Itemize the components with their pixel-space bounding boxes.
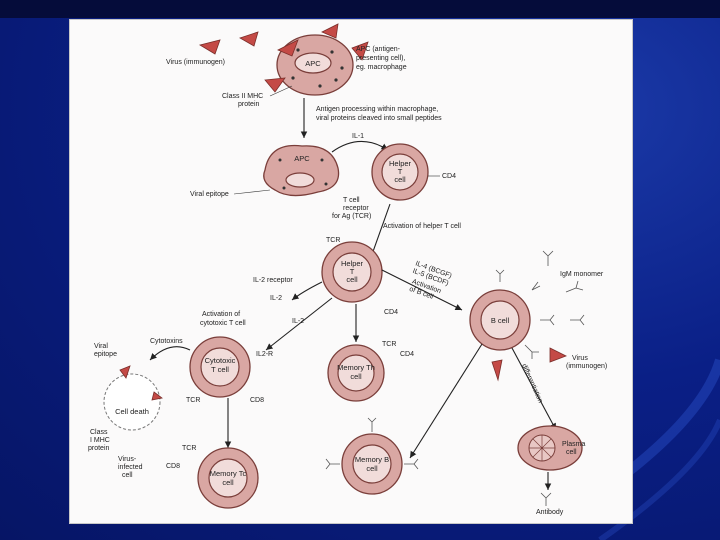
il2r-label: IL2-R: [256, 351, 273, 358]
cd4-label-c: CD4: [400, 351, 414, 358]
plasma-cell: [517, 425, 583, 471]
viral-epitope-label-a: Viral epitope: [190, 191, 229, 198]
virus-infected-1: Virus-: [118, 456, 137, 463]
class1-mhc-1: Class: [90, 429, 108, 436]
helper-t-cell-label-1: Helper: [389, 159, 412, 168]
tcr-label-c: TCR: [382, 341, 396, 348]
antibody-icon: [540, 492, 552, 506]
arrow-cytotoxins: [149, 346, 191, 361]
virus-icon: [351, 41, 369, 61]
b-cell: [469, 269, 555, 359]
class1-mhc-3: protein: [88, 445, 110, 452]
apc-label-top: APC: [305, 59, 321, 68]
virus-infected-3: cell: [122, 472, 133, 479]
virus-icon: [277, 39, 299, 57]
helper-t-cell-label-2: T: [398, 167, 403, 176]
apc-desc-line1: APC (antigen-: [356, 46, 401, 53]
viral-epitope-b-2: epitope: [94, 351, 117, 358]
activation-cytotoxic-1: Activation of: [202, 311, 240, 318]
cell-death-label: Cell death: [115, 407, 149, 416]
memory-b-label-2: cell: [366, 464, 378, 473]
tcr-receptor-label-3: for Ag (TCR): [332, 213, 371, 220]
apc-cell-mid: [263, 144, 340, 197]
cytotoxins-label: Cytotoxins: [150, 338, 183, 345]
apc-desc-line3: eg. macrophage: [356, 64, 407, 71]
b-cell-label: B cell: [491, 316, 510, 325]
cd8-label-b: CD8: [166, 463, 180, 470]
helper-t-mid-label-2: T: [350, 267, 355, 276]
arrow-il2: [291, 281, 323, 301]
apc-cell-top: [276, 34, 354, 96]
virus-icon: [198, 39, 221, 55]
virus-icon: [321, 23, 339, 39]
slide-top-bar: [0, 0, 720, 18]
class1-mhc-2: I MHC: [90, 437, 110, 444]
memory-th-label-2: cell: [350, 372, 362, 381]
tcr-receptor-label-2: receptor: [343, 205, 369, 212]
memory-th-label-1: Memory Th: [337, 363, 375, 372]
igm-icon: [570, 314, 585, 326]
il1-label: IL-1: [352, 133, 364, 140]
virus-infected-2: infected: [118, 464, 143, 471]
il2-label-a: IL-2: [270, 295, 282, 302]
memory-tc-cell: [197, 447, 259, 509]
helper-t-cell-top: [371, 143, 429, 201]
memory-th-cell: [327, 344, 385, 402]
arrow-to-cytotoxic: [265, 297, 333, 351]
virus-immunogen-label: Virus (immunogen): [166, 59, 225, 66]
helper-t-mid-label-1: Helper: [341, 259, 364, 268]
virus-immunogen-b-1: Virus: [572, 355, 588, 362]
tcr-label-e: TCR: [182, 445, 196, 452]
arrow-to-bcell: [381, 269, 463, 311]
apc-label-mid: APC: [294, 154, 310, 163]
memory-tc-label-1: Memory Tc: [210, 469, 247, 478]
plasma-label-1: Plasma: [562, 441, 585, 448]
virus-icon: [491, 359, 503, 382]
igm-monomer-label: IgM monomer: [560, 271, 604, 278]
cd8-label-a: CD8: [250, 397, 264, 404]
arrow-to-plasma: [511, 347, 557, 431]
class2-mhc-label: Class II MHC: [222, 93, 263, 100]
virus-icon: [264, 77, 286, 93]
tcr-label-b: TCR: [326, 237, 340, 244]
il2-label-b: IL-2: [292, 318, 304, 325]
cytotoxic-label-2: T cell: [211, 365, 229, 374]
cd4-label-a: CD4: [442, 173, 456, 180]
arrow-il1: [331, 140, 389, 153]
antigen-processing-line2: viral proteins cleaved into small peptid…: [316, 115, 442, 122]
antibody-label: Antibody: [536, 509, 564, 516]
il2-receptor-label: IL-2 receptor: [253, 277, 293, 284]
activation-cytotoxic-2: cytotoxic T cell: [200, 320, 246, 327]
helper-t-cell-mid: [321, 241, 383, 303]
virus-infected-cell: [103, 365, 163, 431]
memory-tc-label-2: cell: [222, 478, 234, 487]
virus-icon: [239, 31, 259, 47]
helper-t-mid-label-3: cell: [346, 275, 358, 284]
memory-b-cell: [325, 417, 419, 495]
tcr-receptor-label-1: T cell: [343, 197, 360, 204]
antigen-processing-line1: Antigen processing within macrophage,: [316, 106, 438, 113]
cytotoxic-t-cell: [189, 336, 251, 398]
viral-epitope-b-1: Viral: [94, 343, 108, 350]
differentiation-label: differentiation: [520, 363, 543, 404]
activation-helper-label: Activation of helper T cell: [383, 223, 461, 230]
cytotoxic-label-1: Cytotoxic: [205, 356, 236, 365]
igm-icon: [565, 280, 584, 293]
apc-desc-line2: presenting cell),: [356, 55, 405, 62]
arrow-to-memory-b: [409, 343, 483, 459]
helper-t-cell-label-3: cell: [394, 175, 406, 184]
igm-icon: [542, 250, 554, 266]
class2-mhc-label-2: protein: [238, 101, 260, 108]
virus-immunogen-b-2: (immunogen): [566, 363, 607, 370]
immune-response-diagram: APC Virus (immunogen) APC (antigen- pres…: [70, 20, 632, 523]
cd4-label-b: CD4: [384, 309, 398, 316]
memory-b-label-1: Memory B: [355, 455, 389, 464]
virus-icon: [549, 347, 567, 363]
plasma-label-2: cell: [566, 449, 577, 456]
tcr-label-d: TCR: [186, 397, 200, 404]
